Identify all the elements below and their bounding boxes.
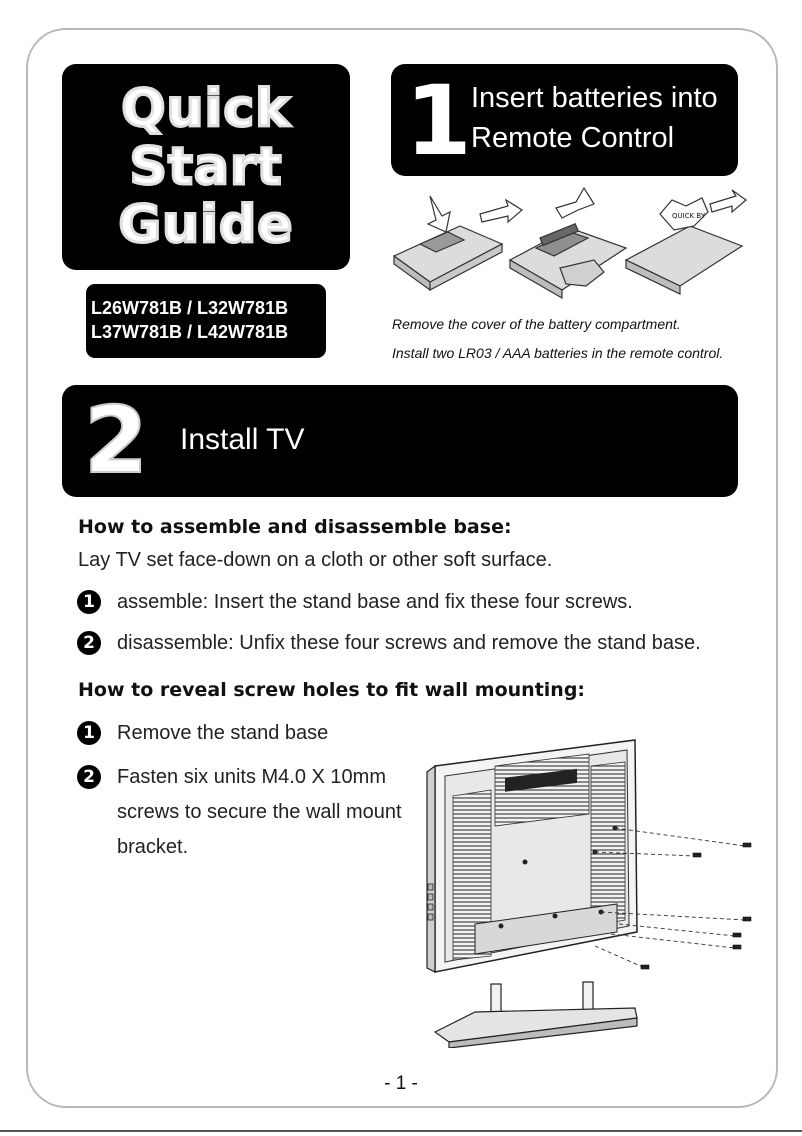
assemble-instruction: assemble: Insert the stand base and fix … bbox=[117, 591, 633, 613]
step-1-caption-2: Install two LR03 / AAA batteries in the … bbox=[392, 345, 724, 361]
tv-wall-mount-illustration bbox=[426, 739, 752, 1048]
fasten-screws-line-1: Fasten six units M4.0 X 10mm bbox=[117, 766, 386, 788]
step-2-header: 2 Install TV bbox=[62, 385, 738, 497]
page-bottom-rule bbox=[0, 1130, 802, 1132]
model-line-1: L26W781B / L32W781B bbox=[91, 298, 289, 318]
disassemble-instruction: disassemble: Unfix these four screws and… bbox=[117, 632, 701, 654]
page-number: - 1 - bbox=[384, 1073, 418, 1094]
fasten-screws-line-2: screws to secure the wall mount bbox=[117, 801, 402, 823]
bullet-number-1: 1 bbox=[77, 590, 101, 614]
title-line-quick: Quick bbox=[120, 79, 291, 140]
step-1-caption-1: Remove the cover of the battery compartm… bbox=[392, 316, 681, 332]
remote-batteries bbox=[508, 186, 628, 300]
remote-badge-text: QUICK BY bbox=[672, 212, 706, 220]
base-intro: Lay TV set face-down on a cloth or other… bbox=[78, 549, 553, 571]
fasten-screws-line-3: bracket. bbox=[117, 836, 189, 858]
wall-mount-heading: How to reveal screw holes to fit wall mo… bbox=[78, 679, 586, 701]
title-line-start: Start bbox=[128, 137, 283, 198]
step-2-number: 2 bbox=[83, 387, 149, 494]
step-1-title-line-2: Remote Control bbox=[471, 122, 675, 154]
base-heading: How to assemble and disassemble base: bbox=[78, 516, 512, 538]
bullet-number-2: 2 bbox=[77, 631, 101, 655]
step-1-number: 1 bbox=[405, 65, 472, 177]
remote-open-cover bbox=[392, 195, 524, 292]
step-1-title-line-1: Insert batteries into bbox=[471, 82, 718, 114]
bullet-number-2: 2 bbox=[77, 765, 101, 789]
remove-base-instruction: Remove the stand base bbox=[117, 722, 329, 744]
quick-start-guide-title: Quick Start Guide bbox=[62, 79, 350, 256]
bullet-number-1: 1 bbox=[77, 721, 101, 745]
page-frame bbox=[26, 28, 778, 1108]
step-2-title: Install TV bbox=[180, 423, 305, 456]
model-line-2: L37W781B / L42W781B bbox=[91, 322, 289, 342]
remote-battery-illustration: QUICK BY bbox=[392, 186, 747, 300]
model-numbers-box: L26W781B / L32W781B L37W781B / L42W781B bbox=[86, 284, 326, 358]
step-1-header: 1 Insert batteries into Remote Control bbox=[391, 64, 738, 176]
quick-start-guide-panel: Quick Start Guide bbox=[62, 64, 350, 270]
title-line-guide: Guide bbox=[117, 195, 294, 256]
remote-closed: QUICK BY bbox=[624, 189, 747, 295]
